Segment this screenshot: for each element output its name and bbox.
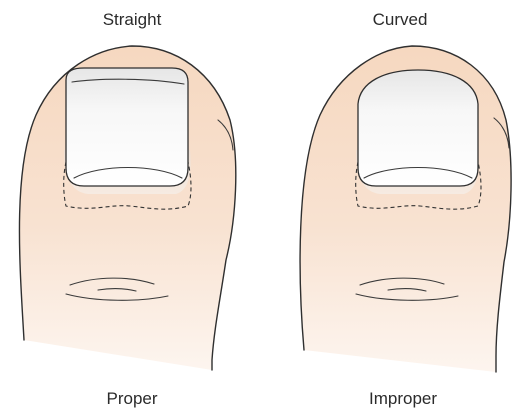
left-straight-nail [66, 68, 188, 186]
improper-label: Improper [333, 389, 473, 409]
left-toe [19, 46, 235, 370]
proper-label: Proper [72, 389, 192, 409]
right-toe [300, 46, 511, 372]
right-curved-nail [358, 70, 478, 186]
